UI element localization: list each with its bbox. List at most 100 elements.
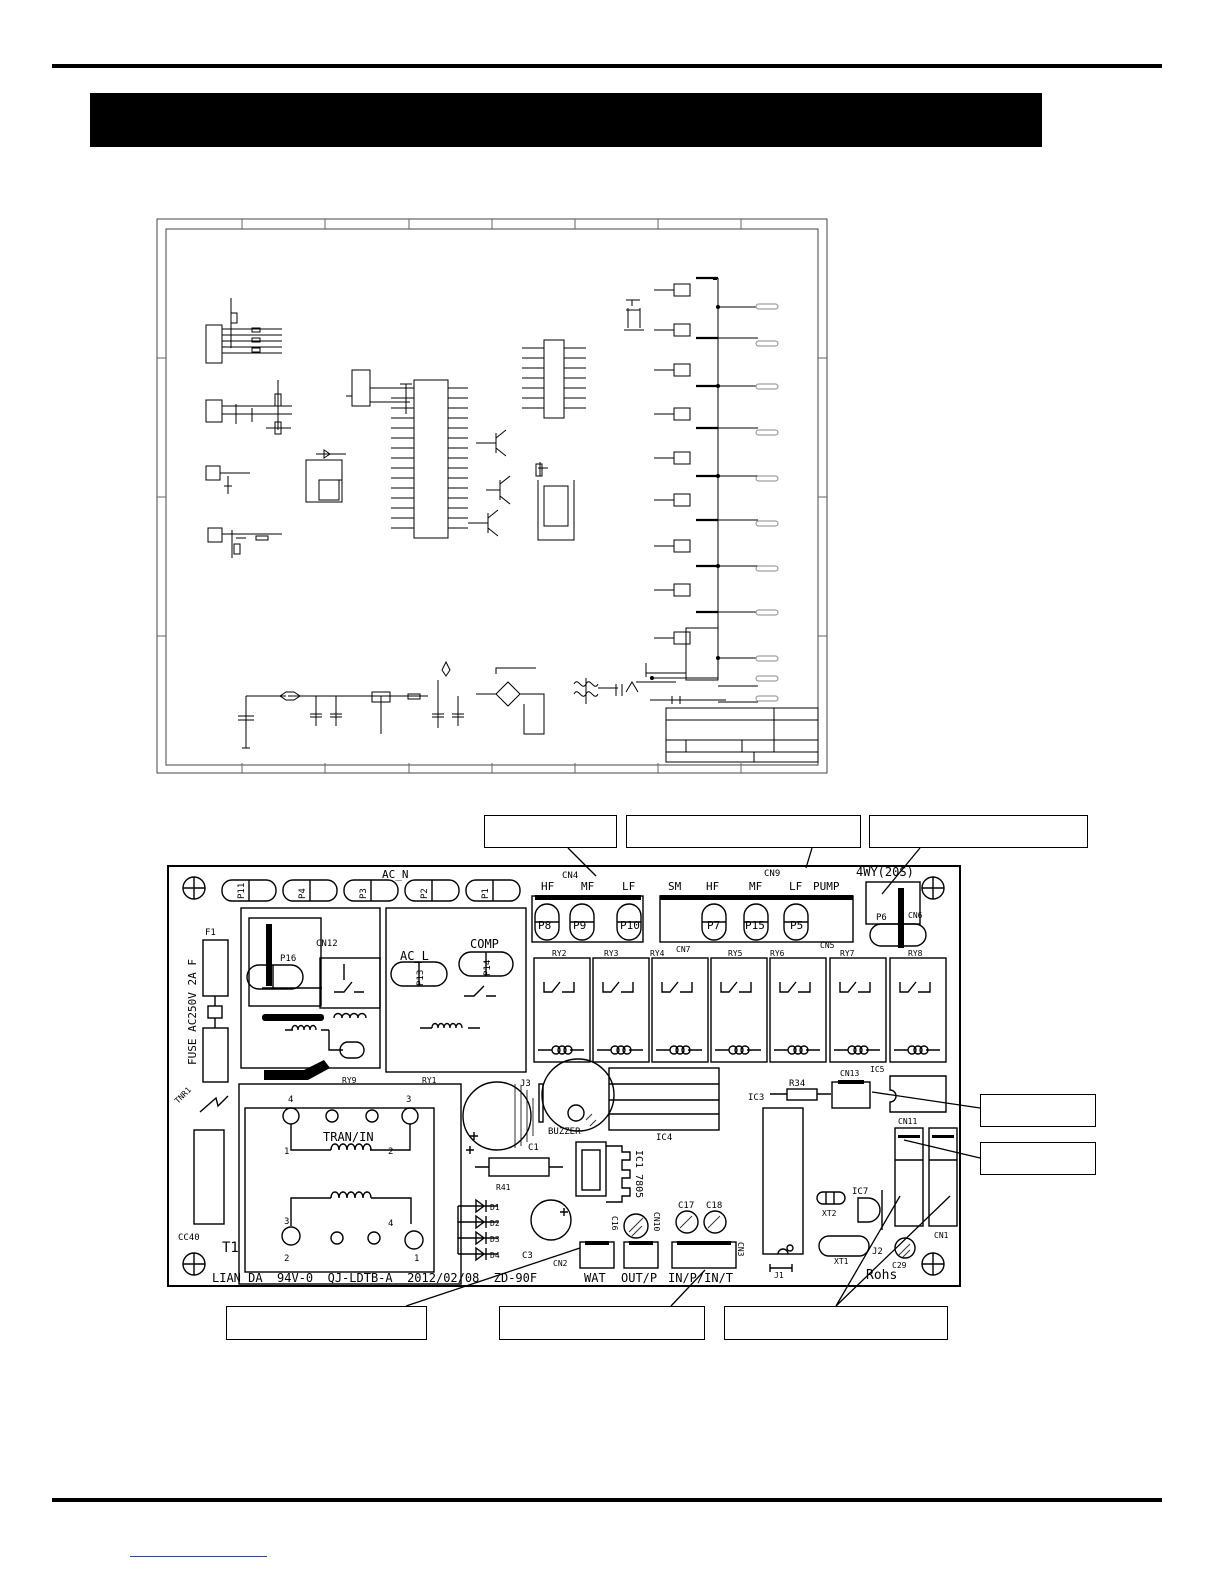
pcb-cn9-pad-label: P7: [707, 919, 720, 932]
callout-cn9: [626, 815, 861, 848]
pcb-ac-n: AC_N: [382, 868, 409, 881]
pcb-relay-label: RY8: [908, 949, 923, 958]
pcb-fuse-text: FUSE AC250V 2A F: [186, 959, 199, 1065]
callout-cn2: [226, 1306, 427, 1340]
pcb-cn12: CN12: [316, 939, 338, 949]
pcb-relay-label: RY5: [728, 949, 743, 958]
pcb-j3: J3: [520, 1079, 531, 1089]
pcb-r41: R41: [496, 1183, 511, 1192]
pcb-c1: C1: [528, 1143, 539, 1153]
pcb-transformer-pin: 4: [388, 1219, 393, 1229]
callout-cn6: [869, 815, 1088, 848]
pcb-cn4-label: LF: [622, 880, 635, 893]
pcb-cn6: CN6: [908, 911, 923, 920]
pcb-tran-in: TRAN/IN: [323, 1130, 374, 1144]
pcb-ry9: RY9: [342, 1076, 357, 1085]
pcb-cn9-label: PUMP: [813, 880, 840, 893]
pcb-c18: C18: [706, 1201, 722, 1211]
pcb-j2: J2: [872, 1247, 883, 1257]
pcb-diode-label: D4: [490, 1251, 500, 1260]
pcb-rohs: Rohs: [866, 1268, 897, 1283]
pcb-cn9-pad-label: P15: [745, 919, 765, 932]
pcb-top-pad-label: P4: [298, 888, 308, 899]
section-title-bar: [90, 93, 1042, 147]
pcb-tnr: TNR1: [173, 1085, 193, 1105]
pcb-top-pad-label: P3: [359, 888, 369, 899]
pcb-in-p-in-t: IN/P/IN/T: [668, 1271, 733, 1285]
pcb-wat: WAT: [584, 1271, 606, 1285]
pcb-relay-label: RY6: [770, 949, 785, 958]
pcb-ic1: IC1 7805: [633, 1150, 644, 1198]
pcb-cn3: CN3: [736, 1242, 745, 1257]
pcb-cn9-label: MF: [749, 880, 762, 893]
callout-cn13: [980, 1094, 1096, 1127]
pcb-top-pad-label: P1: [481, 888, 491, 899]
pcb-transformer-pin: 3: [284, 1217, 289, 1227]
pcb-ry1: RY1: [422, 1076, 437, 1085]
pcb-c3: C3: [522, 1251, 533, 1261]
pcb-cn4-pad-label: P8: [538, 919, 551, 932]
pcb-transformer-pin: 2: [388, 1147, 393, 1157]
pcb-4wy: 4WY(20S): [856, 865, 914, 879]
pcb-c29: C29: [892, 1261, 907, 1270]
pcb-relay-label: RY4: [650, 949, 665, 958]
pcb-f1: F1: [205, 928, 216, 938]
pcb-t1: T1: [222, 1240, 239, 1256]
pcb-cn1: CN1: [934, 1231, 949, 1240]
pcb-cn4: CN4: [562, 871, 578, 881]
callout-cn4: [484, 815, 617, 848]
pcb-cn4-pad-label: P10: [620, 919, 640, 932]
pcb-cn10: CN10: [652, 1212, 661, 1231]
pcb-ic7: IC7: [852, 1187, 868, 1197]
callout-cn1-cn11: [724, 1306, 948, 1340]
pcb-ic4: IC4: [656, 1133, 672, 1143]
pcb-r34: R34: [789, 1079, 805, 1089]
top-rule: [52, 64, 1162, 68]
pcb-cn4-label: MF: [581, 880, 594, 893]
pcb-p13: P13: [416, 970, 426, 986]
pcb-transformer-pin: 3: [406, 1095, 411, 1105]
pcb-transformer-pin: 1: [284, 1147, 289, 1157]
pcb-relay-label: RY7: [840, 949, 855, 958]
pcb-c16: C16: [610, 1216, 619, 1231]
pcb-ic3: IC3: [748, 1093, 764, 1103]
pcb-cn9: CN9: [764, 869, 780, 879]
pcb-transformer-pin: 1: [414, 1254, 419, 1264]
schematic-diagram: [156, 218, 828, 774]
pcb-cn7: CN7: [676, 945, 691, 954]
pcb-ic5: IC5: [870, 1065, 885, 1074]
pcb-xt1: XT1: [834, 1257, 849, 1266]
pcb-cn4-pad-label: P9: [573, 919, 586, 932]
pcb-top-pad-label: P11: [237, 883, 247, 899]
pcb-cn4-label: HF: [541, 880, 554, 893]
pcb-cn5: CN5: [820, 941, 835, 950]
callout-cn11: [980, 1142, 1096, 1175]
footer-link-underline[interactable]: [130, 1556, 267, 1557]
pcb-silkscreen-line: LIAN DA 94V-0 QJ-LDTB-A 2012/02/08 ZD-90…: [212, 1271, 537, 1285]
pcb-out-p: OUT/P: [621, 1271, 657, 1285]
pcb-relay-label: RY3: [604, 949, 619, 958]
pcb-p14: P14: [483, 960, 493, 976]
pcb-comp: COMP: [470, 937, 499, 951]
bottom-rule: [52, 1498, 1162, 1502]
pcb-buzzer: BUZZER: [548, 1127, 581, 1137]
pcb-transformer-pin: 2: [284, 1254, 289, 1264]
pcb-transformer-pin: 4: [288, 1095, 293, 1105]
pcb-c17: C17: [678, 1201, 694, 1211]
pcb-cc40: CC40: [178, 1233, 200, 1243]
pcb-p6: P6: [876, 913, 887, 923]
pcb-diode-label: D3: [490, 1235, 500, 1244]
pcb-diode-label: D2: [490, 1219, 500, 1228]
callout-cn10-cn3: [499, 1306, 705, 1340]
pcb-cn9-label: SM: [668, 880, 682, 893]
pcb-cn13: CN13: [840, 1069, 859, 1078]
pcb-ac-l: AC_L: [400, 949, 429, 963]
pcb-top-pad-label: P2: [420, 888, 430, 899]
pcb-relay-label: RY2: [552, 949, 567, 958]
pcb-cn11: CN11: [898, 1117, 917, 1126]
pcb-cn9-label: HF: [706, 880, 719, 893]
pcb-xt2: XT2: [822, 1209, 837, 1218]
pcb-cn9-pad-label: P5: [790, 919, 803, 932]
pcb-cn9-label: LF: [789, 880, 802, 893]
